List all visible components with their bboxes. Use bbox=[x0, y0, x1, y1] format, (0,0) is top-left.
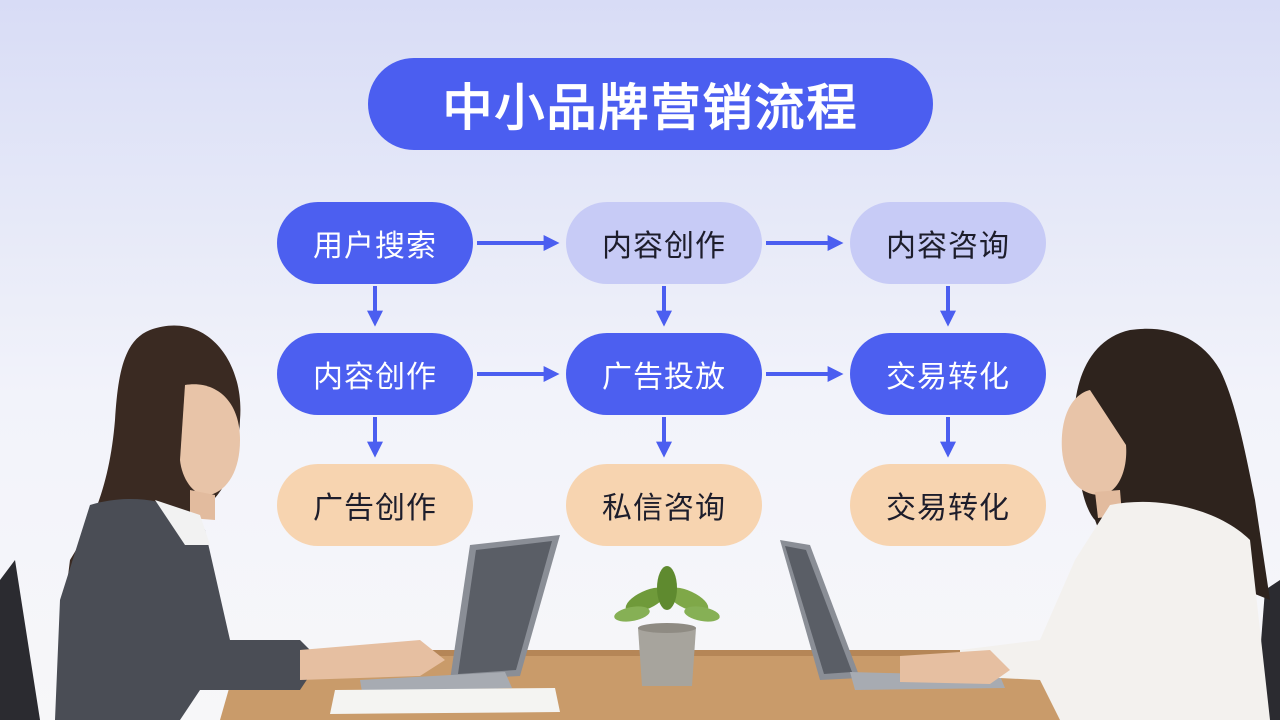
flow-node-r1-c1: 用户搜索 bbox=[277, 202, 473, 284]
papers bbox=[330, 688, 560, 714]
flow-node-r2-c3: 交易转化 bbox=[850, 333, 1046, 415]
laptop-icon bbox=[780, 540, 1005, 690]
flow-node-r3-c3: 交易转化 bbox=[850, 464, 1046, 546]
laptop-icon bbox=[360, 535, 560, 692]
flow-node-r1-c2: 内容创作 bbox=[566, 202, 762, 284]
flow-node-r1-c3: 内容咨询 bbox=[850, 202, 1046, 284]
flow-node-r3-c1: 广告创作 bbox=[277, 464, 473, 546]
flow-node-r3-c2: 私信咨询 bbox=[566, 464, 762, 546]
flow-node-r2-c2: 广告投放 bbox=[566, 333, 762, 415]
desk bbox=[220, 650, 1110, 720]
potted-plant-icon bbox=[614, 566, 720, 686]
diagram-title: 中小品牌营销流程 bbox=[368, 58, 933, 150]
flow-node-r2-c1: 内容创作 bbox=[277, 333, 473, 415]
